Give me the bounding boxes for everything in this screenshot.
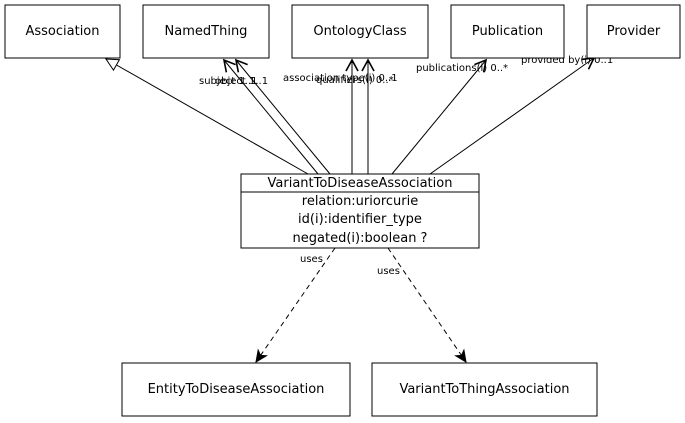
class-main-label: VariantToDiseaseAssociation [268,176,453,191]
edge-object [234,58,331,175]
class-variant-to-disease-association[interactable]: VariantToDiseaseAssociation relation:uri… [240,173,480,249]
label-uses-1: uses [300,254,323,265]
class-variant-to-thing-label: VariantToThingAssociation [399,382,569,397]
class-entity-to-disease-label: EntityToDiseaseAssociation [148,382,325,397]
class-named-thing[interactable]: NamedThing [142,4,270,59]
class-association-label: Association [25,24,99,39]
class-publication[interactable]: Publication [450,4,565,59]
attribute-negated: negated(i):boolean ? [293,231,428,246]
class-named-thing-label: NamedThing [165,24,248,39]
label-qualifiers: qualifiers(i) 0..* [316,75,394,86]
label-association-type: association type(i) 0..1 [283,73,398,84]
class-variant-to-thing-association[interactable]: VariantToThingAssociation [371,362,598,417]
class-association[interactable]: Association [4,4,121,59]
edge-uses-entity-to-disease [256,247,336,362]
attribute-relation: relation:uriorcurie [302,194,418,209]
label-subject: subject 1..1 [199,76,258,87]
edge-publications [391,58,488,175]
class-provider-label: Provider [607,24,661,39]
class-ontology-class[interactable]: OntologyClass [291,4,429,59]
label-uses-2: uses [377,266,400,277]
class-publication-label: Publication [472,24,543,39]
class-ontology-class-label: OntologyClass [313,24,406,39]
class-provider[interactable]: Provider [586,4,681,59]
class-entity-to-disease-association[interactable]: EntityToDiseaseAssociation [121,362,351,417]
label-provided-by: provided by(i) 0..1 [521,55,613,66]
attribute-id: id(i):identifier_type [298,212,422,227]
edge-generalization-association [106,59,309,175]
edge-provided-by [429,57,596,175]
label-publications: publications(i) 0..* [416,63,508,74]
edge-subject [222,58,319,175]
label-object: object 1..1 [215,76,268,87]
